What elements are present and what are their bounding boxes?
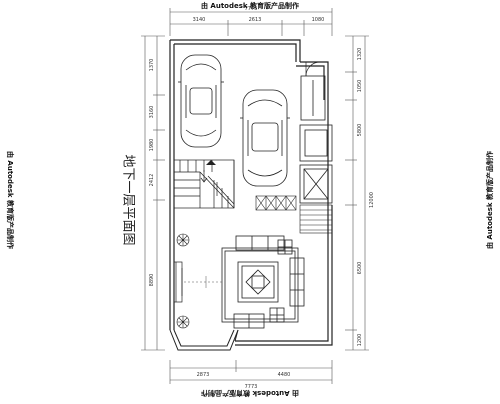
watermark-bottom: 由 Autodesk 教育版产品制作	[200, 389, 300, 397]
watermark-left: 由 Autodesk 教育版产品制作	[6, 150, 14, 250]
dim-top-seg-3: 1080	[312, 17, 325, 23]
dim-bottom-seg-2: 4480	[278, 372, 291, 378]
dim-left-seg-1: 1370	[149, 59, 155, 72]
right-utility-rooms	[299, 75, 333, 204]
cabinet-row	[255, 195, 297, 211]
door-icon	[305, 61, 321, 77]
exterior-stair	[299, 204, 333, 234]
dim-left-seg-4: 2412	[149, 174, 155, 187]
watermark-top: 由 Autodesk 教育版产品制作	[200, 2, 300, 10]
bottom-dimension	[169, 360, 333, 384]
dim-top-seg-2: 2613	[249, 17, 262, 23]
view-line	[184, 276, 222, 288]
dim-right-seg-4: 12000	[369, 192, 375, 208]
dim-left-seg-5: 8890	[149, 274, 155, 287]
dim-bottom-seg-1: 2873	[197, 372, 210, 378]
outer-walls	[169, 39, 333, 346]
dim-top-total: 7773	[245, 6, 258, 12]
floor-plan-title: 地下一层平面图	[120, 154, 136, 246]
stair-up-marker	[206, 160, 216, 165]
bay-window	[169, 329, 239, 351]
dim-right-seg-1: 1320	[357, 48, 363, 61]
dim-bottom-total: 7773	[245, 384, 258, 390]
car-right-icon	[240, 89, 290, 187]
dim-right-seg-5: 6500	[357, 262, 363, 275]
staircase	[173, 159, 235, 209]
dimension-labels: 7773 3140 2613 1080 7773 2873 4480 1370 …	[149, 6, 375, 390]
plant-icon	[176, 233, 190, 329]
dim-left-seg-2: 3160	[149, 106, 155, 119]
dim-right-seg-3: 5800	[357, 124, 363, 137]
dim-right-seg-6: 1200	[357, 334, 363, 347]
stair-arrow-icon	[200, 170, 218, 196]
dim-right-seg-2: 1050	[357, 80, 363, 93]
dim-top-seg-1: 3140	[193, 17, 206, 23]
tv-cabinet	[173, 261, 183, 303]
left-dimension	[141, 35, 165, 351]
dim-left-seg-3: 1980	[149, 139, 155, 152]
sofa-set	[221, 235, 305, 329]
watermark-right: 由 Autodesk 教育版产品制作	[486, 150, 494, 250]
top-dimension	[169, 8, 333, 36]
right-dimension	[345, 35, 369, 351]
car-left-icon	[178, 54, 224, 148]
